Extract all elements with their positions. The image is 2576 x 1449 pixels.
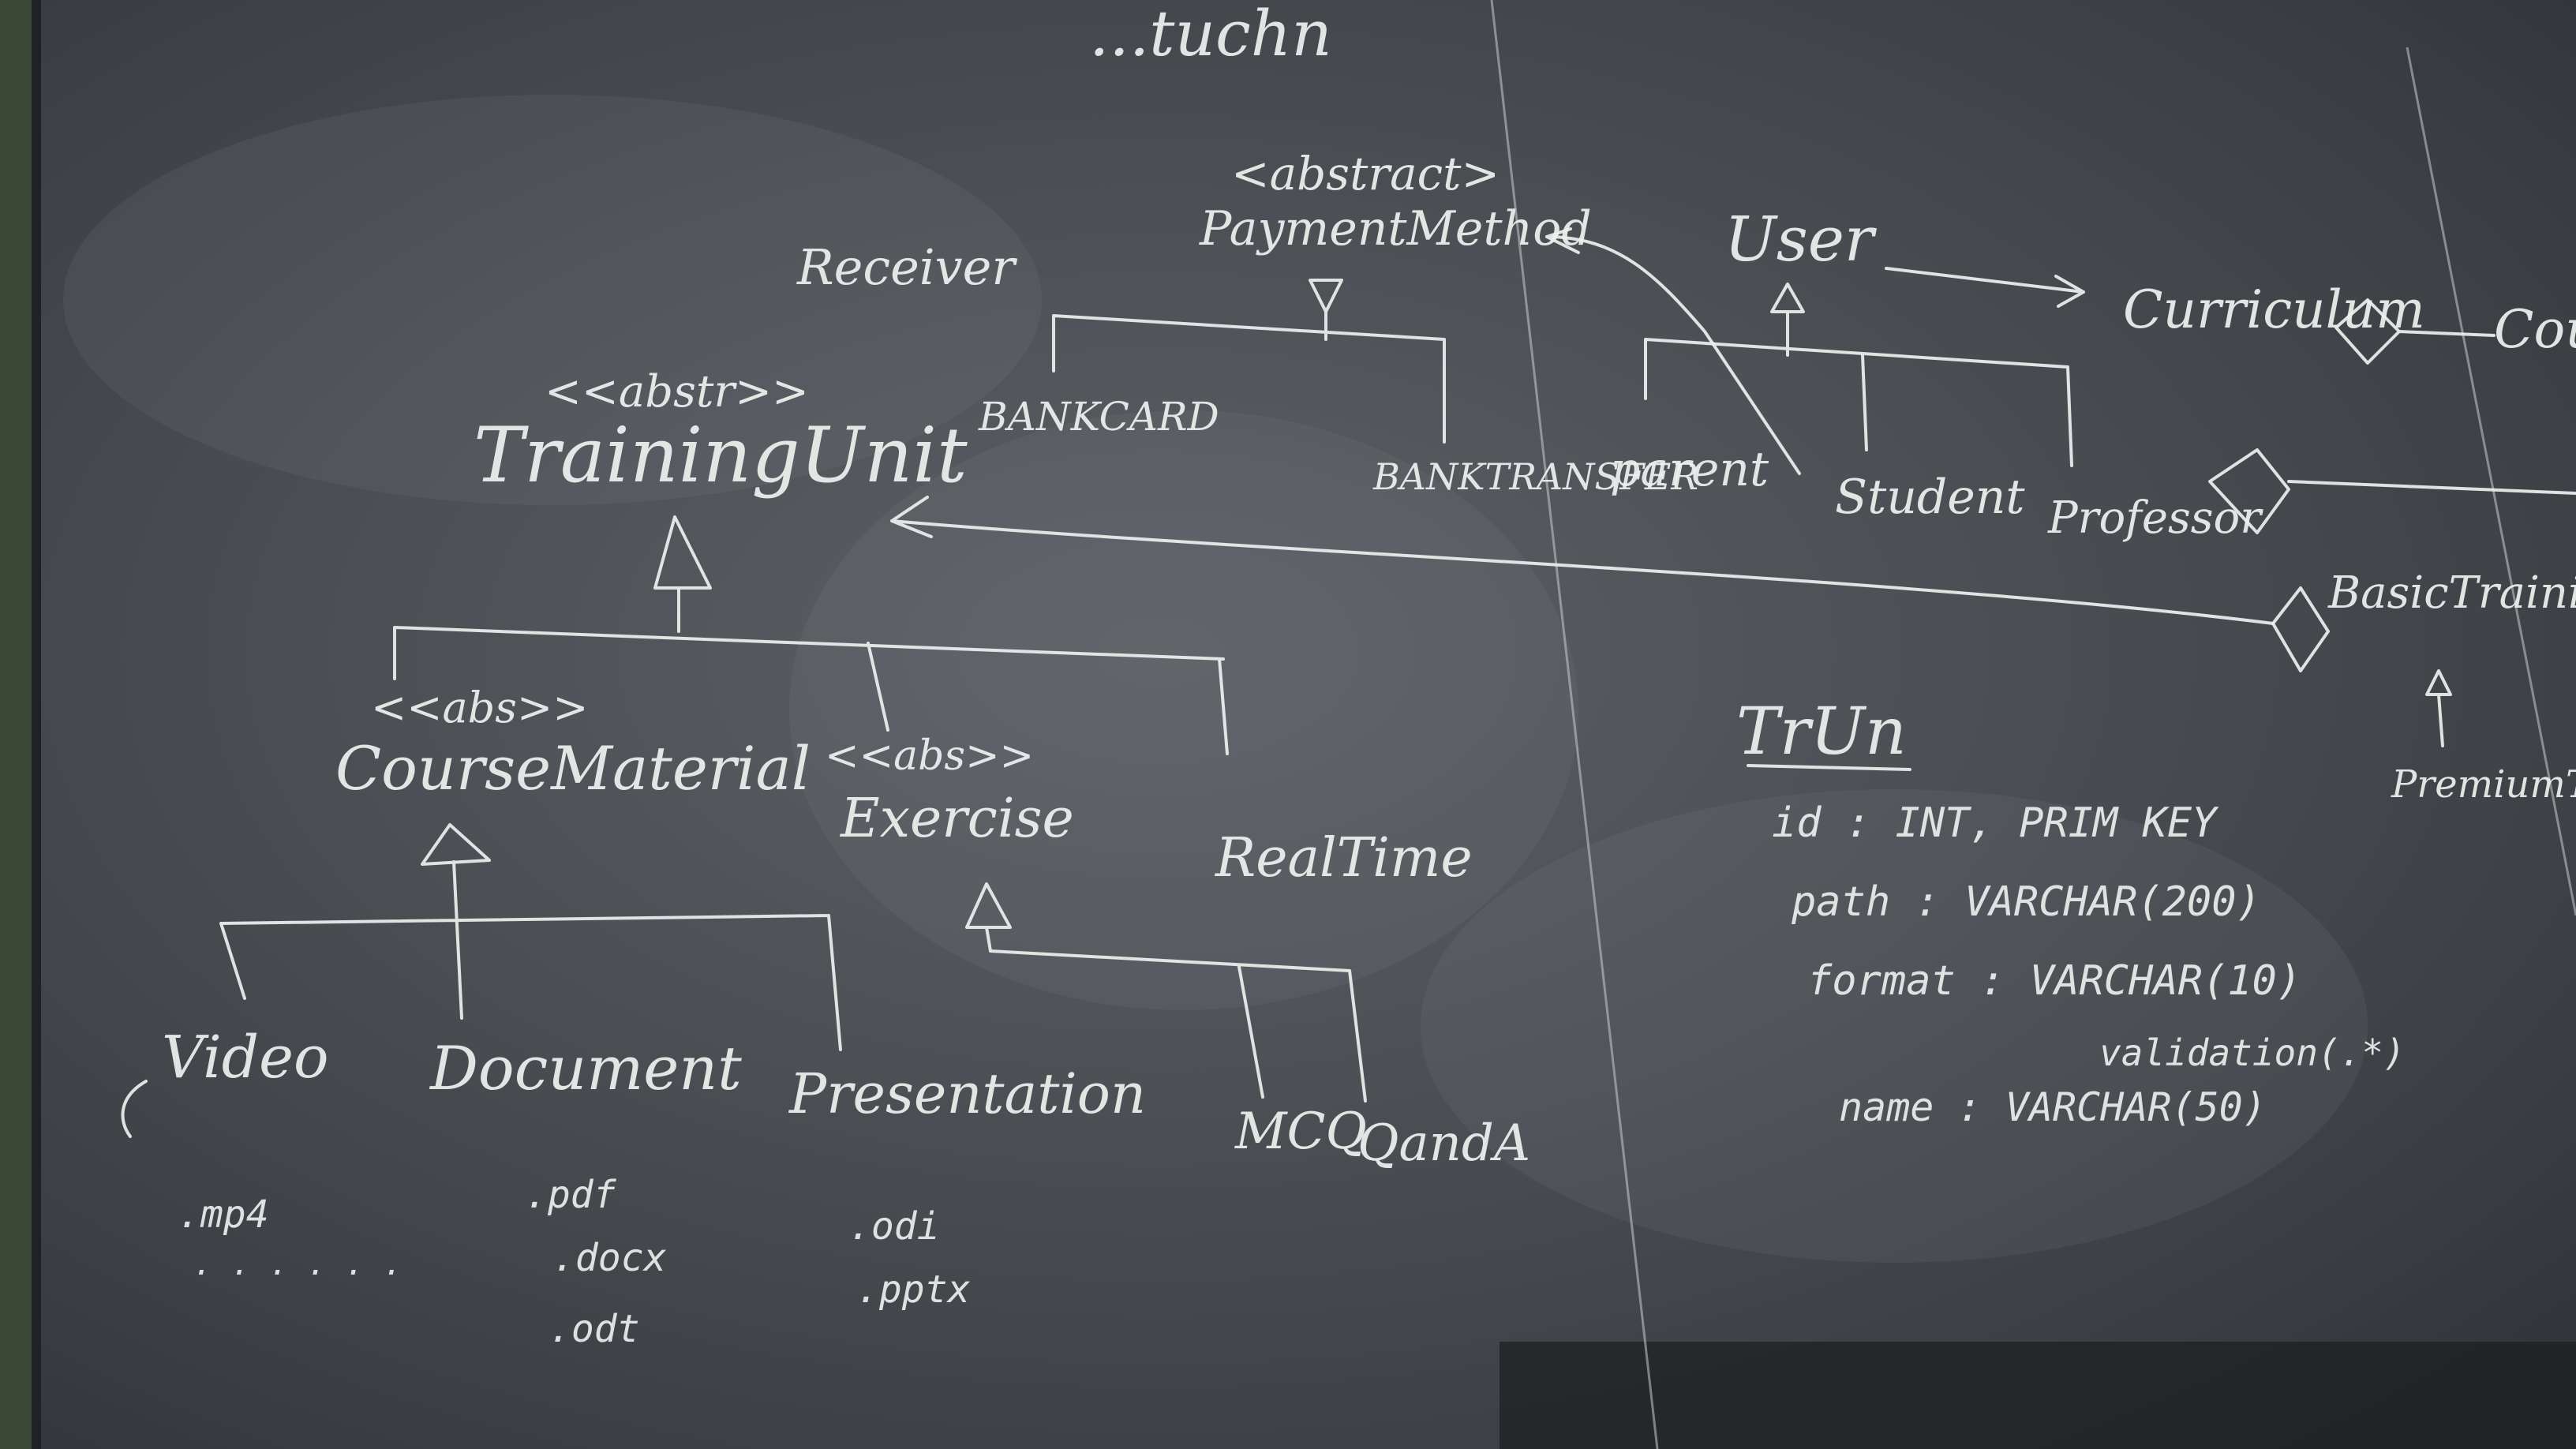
chalk-bracket [121,1080,148,1138]
generalization-paymentmethod [1052,279,1446,444]
faint-top-text: ...tuchn [1089,0,1332,70]
class-professor: Professor [2047,492,2263,544]
association-trainingunit-basictraining [890,496,2275,625]
stereotype-abs-exercise: <<abs>> [825,732,1034,780]
class-document: Document [429,1033,742,1103]
ext-docx: .docx [552,1236,667,1280]
class-realtime: RealTime [1214,827,1473,889]
generalization-coursematerial [219,823,842,1051]
association-user-paymentmethod [1545,227,1801,475]
class-paymentmethod: PaymentMethod [1199,201,1592,256]
aggregation-curriculum [2334,298,2496,365]
table-name: TrUn [1736,695,1907,769]
class-parent: parent [1610,442,1769,497]
association-user-curriculum [1885,267,2085,308]
board-frame-left [0,0,32,1449]
eraser-smudge [63,95,1042,505]
eraser-smudge [1421,789,2368,1263]
aggregation-basictraining [2208,448,2576,672]
ext-mp4: .mp4 [178,1193,269,1237]
field-path: path : VARCHAR(200) [1791,878,2261,926]
stereotype-abstract-trainingunit: <<abstr>> [545,366,809,417]
generalization-basictraining [2425,669,2452,747]
board-frame-edge [32,0,41,1449]
ext-pdf: .pdf [525,1173,617,1217]
class-presentation: Presentation [788,1061,1146,1126]
class-exercise: Exercise [839,788,1074,850]
field-format: format : VARCHAR(10) [1807,957,2301,1005]
class-trainingunit: TrainingUnit [474,411,968,500]
ext-odi: .odi [848,1204,940,1249]
table-name-underline [1747,764,1911,771]
generalization-user [1644,283,2073,467]
generalization-exercise [965,882,1367,1103]
class-course-cut: Cour [2494,299,2576,360]
class-student: Student [1835,470,2025,525]
class-user: User [1724,204,1878,275]
class-banktransfer: BANKTRANSFER [1372,455,1698,498]
ext-odt: .odt [549,1307,640,1351]
class-bankcard: BANKCARD [978,394,1219,440]
board-bottom-shadow [1500,1342,2576,1449]
class-curriculum: Curriculum [2123,279,2425,340]
stereotype-abstract-paymentmethod: <abstract> [1231,147,1500,200]
field-name: name : VARCHAR(50) [1839,1084,2267,1130]
board-seam [2406,47,2576,916]
field-id: id : INT, PRIM KEY [1772,799,2219,847]
generalization-trainingunit [393,515,1229,755]
class-video: Video [162,1024,329,1091]
class-mcq: MCQ [1234,1103,1367,1161]
ext-pptx: .pptx [856,1267,971,1312]
stereotype-abs-coursematerial: <<abs>> [371,683,588,732]
class-receiver: Receiver [796,238,1017,296]
class-qanda: QandA [1357,1114,1530,1173]
class-coursematerial: CourseMaterial [335,733,811,803]
eraser-smudge [789,410,1578,1010]
ext-video-more: . . . . . . [193,1246,402,1282]
class-basictraining: BasicTraining [2327,567,2576,619]
board-seam [1490,0,1659,1449]
class-premiumtraining: PremiumTra [2391,762,2576,807]
field-validation: validation(.*) [2099,1032,2406,1074]
